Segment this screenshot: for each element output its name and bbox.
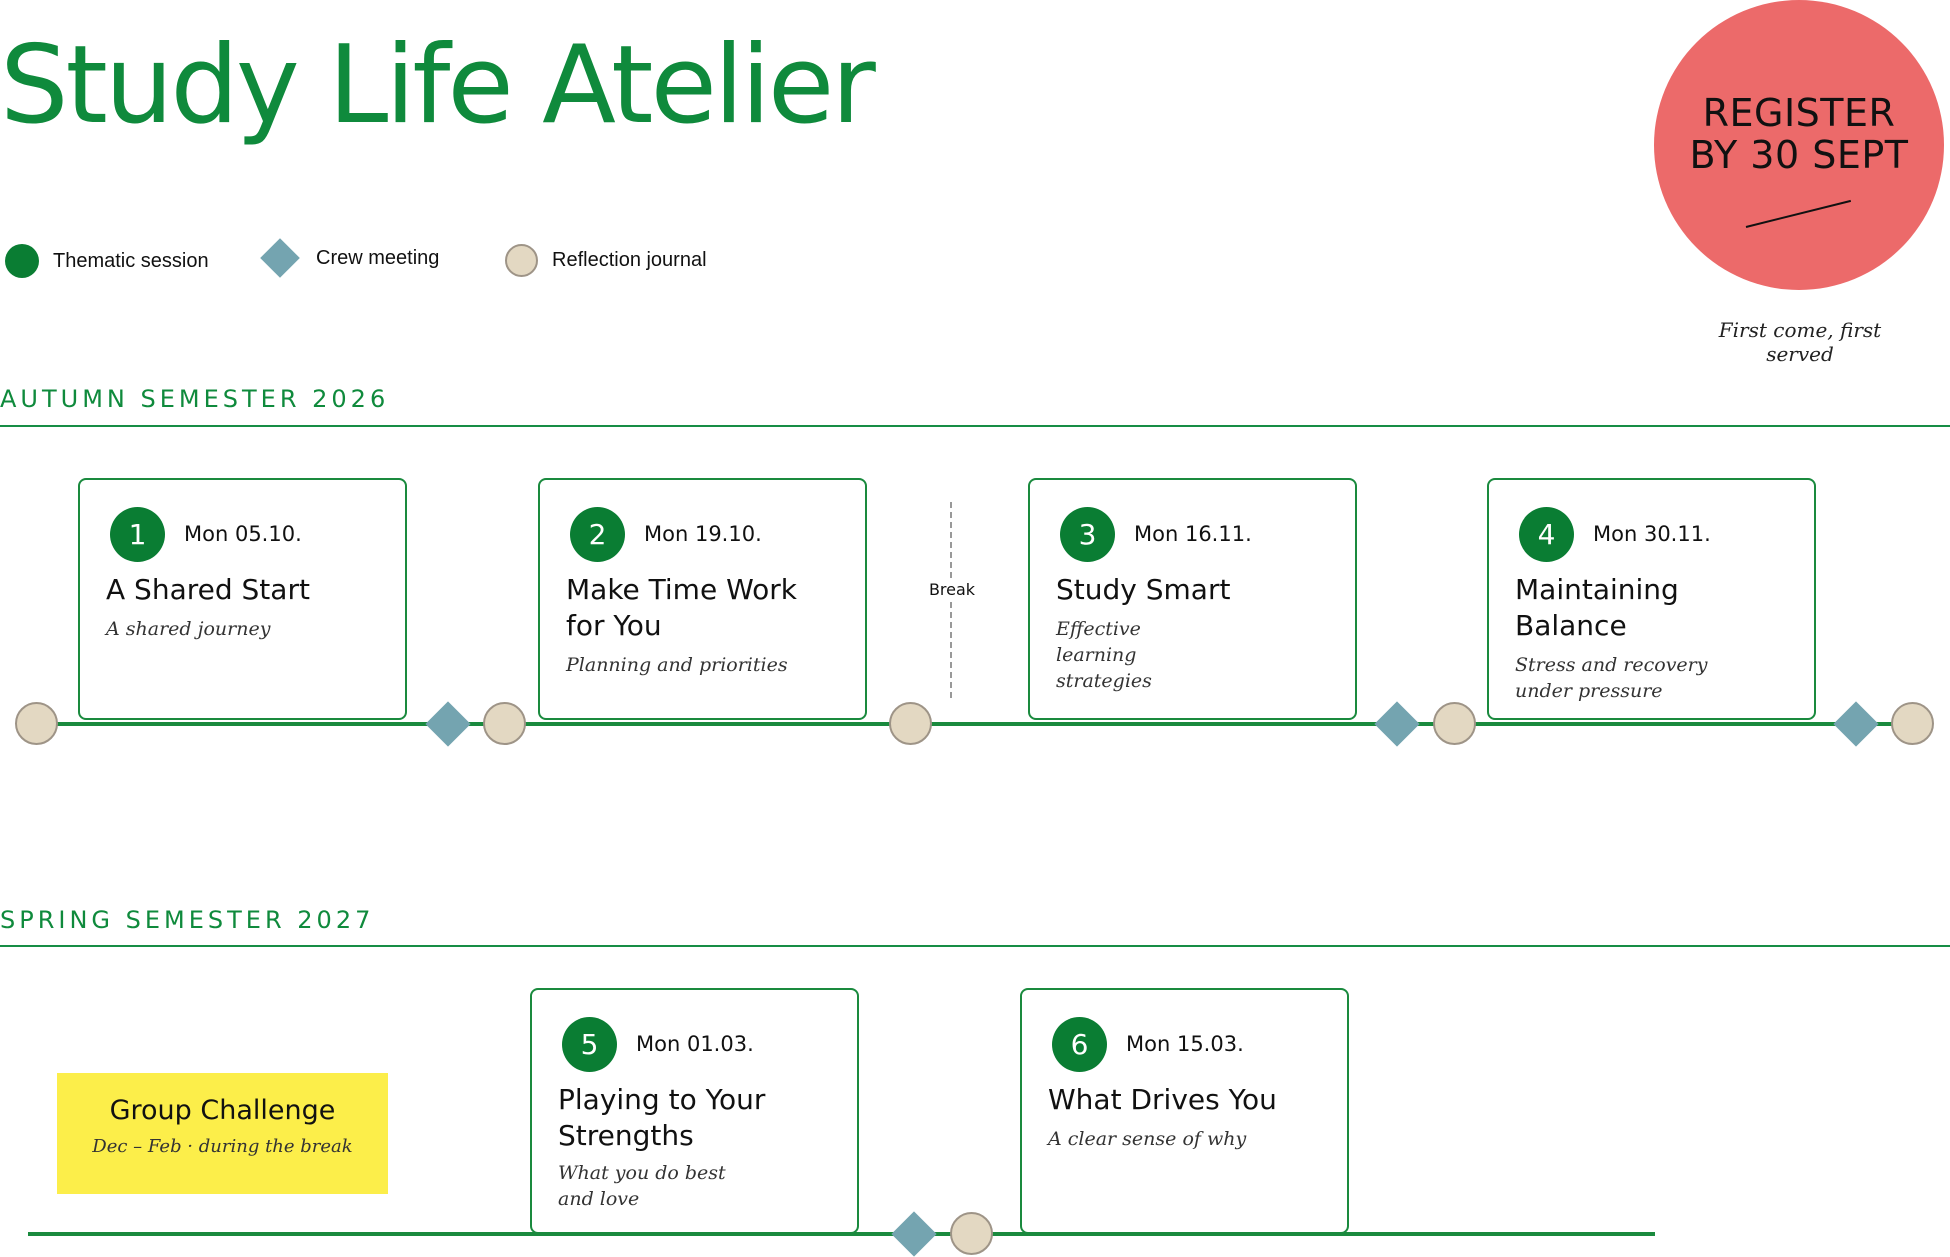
reflection-journal-marker <box>950 1212 993 1255</box>
register-line-1: REGISTER <box>1702 91 1896 135</box>
session-subtitle: What you do best and love <box>558 1162 726 1210</box>
session-subtitle: Stress and recovery under pressure <box>1515 654 1708 702</box>
session-date: Mon 01.03. <box>636 1032 754 1056</box>
session-subtitle: Effective learning strategies <box>1056 618 1152 692</box>
session-card-3[interactable]: 3 Mon 16.11. Study Smart Effective learn… <box>1028 478 1357 720</box>
crew-meeting-marker <box>891 1211 937 1257</box>
session-date: Mon 15.03. <box>1126 1032 1244 1056</box>
session-number: 2 <box>570 507 625 562</box>
page-title: Study Life Atelier <box>0 23 876 148</box>
legend-reflection-label: Reflection journal <box>552 249 707 271</box>
session-date: Mon 16.11. <box>1134 522 1252 546</box>
session-number: 3 <box>1060 507 1115 562</box>
group-challenge-box: Group Challenge Dec – Feb · during the b… <box>57 1073 388 1194</box>
reflection-journal-marker <box>889 702 932 745</box>
session-card-4[interactable]: 4 Mon 30.11. Maintaining Balance Stress … <box>1487 478 1816 720</box>
autumn-section-title: AUTUMN SEMESTER 2026 <box>0 385 390 413</box>
reflection-journal-marker <box>1433 702 1476 745</box>
register-text: REGISTER BY 30 SEPT <box>1654 92 1944 176</box>
session-subtitle: Planning and priorities <box>566 654 788 676</box>
reflection-journal-marker <box>1891 702 1934 745</box>
session-number: 6 <box>1052 1017 1107 1072</box>
session-card-1[interactable]: 1 Mon 05.10. A Shared Start A shared jou… <box>78 478 407 720</box>
legend-crew: Crew meeting <box>260 238 440 278</box>
legend-crew-label: Crew meeting <box>316 246 440 269</box>
register-badge: REGISTER BY 30 SEPT <box>1654 0 1944 290</box>
session-name: Playing to Your Strengths <box>558 1083 766 1152</box>
crew-meeting-marker <box>1374 701 1420 747</box>
session-subtitle: A shared journey <box>106 618 271 640</box>
thematic-session-icon <box>5 244 39 278</box>
legend-thematic: Thematic session <box>5 244 209 278</box>
session-date: Mon 05.10. <box>184 522 302 546</box>
legend-reflection: Reflection journal <box>505 244 707 277</box>
register-underline-stroke <box>1745 199 1852 228</box>
reflection-journal-icon <box>505 244 538 277</box>
spring-timeline-track <box>28 1232 1655 1236</box>
legend-thematic-label: Thematic session <box>53 249 209 272</box>
reflection-journal-marker <box>483 702 526 745</box>
session-date: Mon 19.10. <box>644 522 762 546</box>
spring-section-title: SPRING SEMESTER 2027 <box>0 906 375 934</box>
register-line-2: BY 30 SEPT <box>1689 133 1909 177</box>
spring-section-rule <box>0 945 1950 947</box>
session-subtitle: A clear sense of why <box>1048 1128 1247 1150</box>
crew-meeting-marker <box>1833 701 1879 747</box>
session-name: Maintaining Balance <box>1515 573 1679 642</box>
session-number: 4 <box>1519 507 1574 562</box>
session-name: What Drives You <box>1048 1083 1277 1116</box>
break-label: Break <box>926 578 978 601</box>
session-date: Mon 30.11. <box>1593 522 1711 546</box>
session-card-5[interactable]: 5 Mon 01.03. Playing to Your Strengths W… <box>530 988 859 1234</box>
session-name: Make Time Work for You <box>566 573 797 642</box>
reflection-journal-marker <box>15 702 58 745</box>
session-name: A Shared Start <box>106 573 310 606</box>
session-number: 1 <box>110 507 165 562</box>
register-note: First come, first served <box>1718 318 1882 366</box>
session-name: Study Smart <box>1056 573 1231 606</box>
session-card-2[interactable]: 2 Mon 19.10. Make Time Work for You Plan… <box>538 478 867 720</box>
crew-meeting-icon <box>260 238 300 278</box>
crew-meeting-marker <box>425 701 471 747</box>
session-number: 5 <box>562 1017 617 1072</box>
group-challenge-title: Group Challenge <box>109 1095 336 1126</box>
autumn-timeline-track <box>36 722 1916 726</box>
session-card-6[interactable]: 6 Mon 15.03. What Drives You A clear sen… <box>1020 988 1349 1234</box>
autumn-section-rule <box>0 425 1950 427</box>
group-challenge-subtitle: Dec – Feb · during the break <box>92 1136 353 1157</box>
